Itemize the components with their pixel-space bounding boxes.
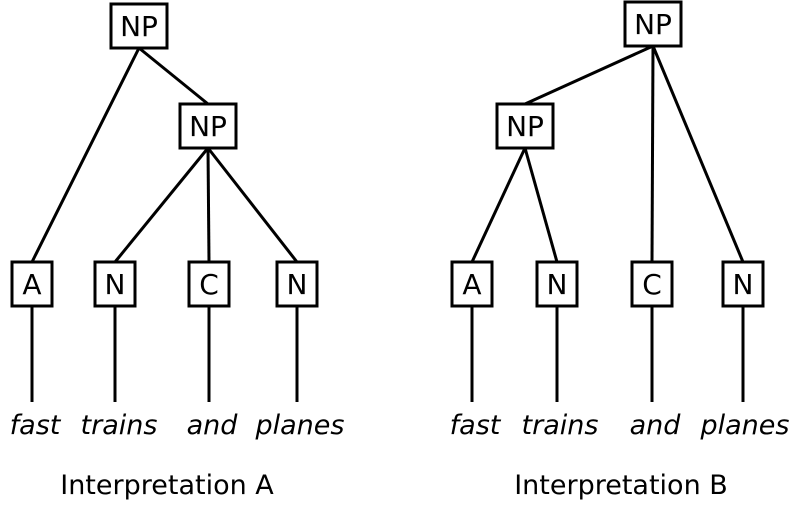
node-box-a-np_root [109, 2, 169, 50]
node-box-a-n1 [93, 260, 137, 308]
edge-b-np_inner-adj [470, 147, 527, 263]
node-box-b-n2 [721, 260, 765, 308]
word-a-fast: fast [10, 410, 62, 441]
word-b-planes: planes [700, 410, 790, 441]
node-label-a-conj: C [199, 268, 219, 301]
node-box-b-adj [450, 260, 494, 308]
edge-a-np_root-np_inner [138, 46, 209, 106]
edge-a-np_root-adj [30, 47, 141, 263]
node-label-a-np_inner: NP [189, 110, 227, 143]
caption-interpretation-a: Interpretation A [60, 470, 274, 501]
word-a-and: and [187, 410, 239, 441]
node-box-a-np_inner [178, 102, 238, 150]
node-label-b-np_inner: NP [506, 110, 544, 143]
node-label-b-np_root: NP [634, 8, 672, 41]
node-label-b-conj: C [642, 268, 662, 301]
node-box-b-n1 [535, 260, 579, 308]
parse-tree-b: fast trains and planes NP NP A N C N [450, 0, 790, 441]
parse-tree-a: fast trains and planes NP NP A N C N [10, 2, 345, 441]
edge-a-np_inner-n2 [206, 147, 299, 263]
node-box-b-np_inner [495, 102, 555, 150]
caption-interpretation-b: Interpretation B [514, 470, 728, 501]
node-label-b-n2: N [733, 268, 754, 301]
word-b-and: and [630, 410, 682, 441]
edge-a-np_inner-conj [206, 147, 211, 263]
node-box-a-conj [187, 260, 231, 308]
node-box-a-n2 [275, 260, 319, 308]
node-box-a-adj [10, 260, 54, 308]
node-label-b-adj: A [462, 268, 481, 301]
edge-b-np_root-conj [650, 45, 655, 263]
word-b-fast: fast [450, 410, 502, 441]
node-box-b-conj [630, 260, 674, 308]
node-label-a-n1: N [105, 268, 126, 301]
node-label-a-n2: N [287, 268, 308, 301]
node-label-a-np_root: NP [120, 10, 158, 43]
edge-b-np_root-np_inner [524, 44, 654, 106]
node-label-a-adj: A [22, 268, 41, 301]
edge-b-np_inner-n1 [523, 147, 559, 263]
word-a-planes: planes [255, 410, 345, 441]
node-box-b-np_root [623, 0, 683, 48]
edge-b-np_root-n2 [651, 45, 745, 263]
word-a-trains: trains [81, 410, 158, 441]
word-b-trains: trains [522, 410, 599, 441]
node-label-b-n1: N [547, 268, 568, 301]
edge-a-np_inner-n1 [113, 147, 210, 263]
